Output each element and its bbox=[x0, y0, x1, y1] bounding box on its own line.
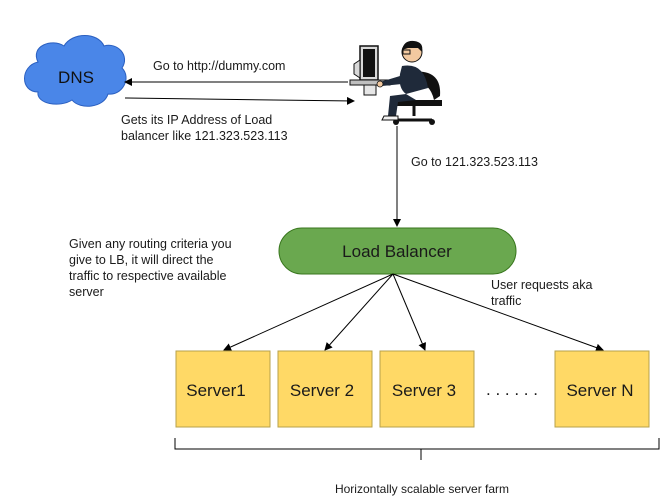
server-2: Server 2 bbox=[277, 350, 373, 428]
person-at-computer-icon bbox=[349, 40, 442, 125]
arrow-lb-to-server-n bbox=[392, 273, 604, 352]
server-1: Server1 bbox=[175, 350, 271, 428]
arrow-lb-to-server-2 bbox=[324, 273, 394, 351]
routing-note: Given any routing criteria you give to L… bbox=[69, 237, 235, 299]
load-balancer-label: Load Balancer bbox=[342, 242, 452, 261]
dns-label: DNS bbox=[58, 68, 94, 87]
routing-note-line: traffic to respective available bbox=[69, 269, 227, 283]
server-3: Server 3 bbox=[379, 350, 475, 428]
server-label: Server1 bbox=[186, 381, 246, 400]
arrow-dns-to-user bbox=[124, 96, 355, 105]
server-label: Server N bbox=[566, 381, 633, 400]
dns-node: DNS bbox=[24, 35, 127, 107]
gets-ip-label-line1: Gets its IP Address of Load bbox=[121, 113, 272, 127]
load-balancer-node: Load Balancer bbox=[278, 227, 517, 275]
traffic-note-line: traffic bbox=[491, 294, 521, 308]
traffic-note-line: User requests aka bbox=[491, 278, 592, 292]
server-n: Server N bbox=[554, 350, 650, 428]
server-label: Server 3 bbox=[392, 381, 456, 400]
arrow-lb-to-server-3 bbox=[392, 273, 426, 351]
routing-note-line: server bbox=[69, 285, 104, 299]
routing-note-line: Given any routing criteria you bbox=[69, 237, 232, 251]
go-to-ip-label: Go to 121.323.523.113 bbox=[411, 155, 538, 169]
server-label: Server 2 bbox=[290, 381, 354, 400]
server-ellipsis: . . . . . . bbox=[486, 380, 538, 399]
traffic-note: User requests aka traffic bbox=[491, 278, 596, 308]
routing-note-line: give to LB, it will direct the bbox=[69, 253, 214, 267]
arrow-lb-to-server-1 bbox=[223, 273, 394, 351]
go-to-url-label: Go to http://dummy.com bbox=[153, 59, 285, 73]
gets-ip-label-line2: balancer like 121.323.523.113 bbox=[121, 129, 288, 143]
load-balancer-shape bbox=[278, 227, 517, 275]
server-farm-label: Horizontally scalable server farm bbox=[335, 482, 509, 496]
server-farm-bracket bbox=[174, 438, 660, 460]
